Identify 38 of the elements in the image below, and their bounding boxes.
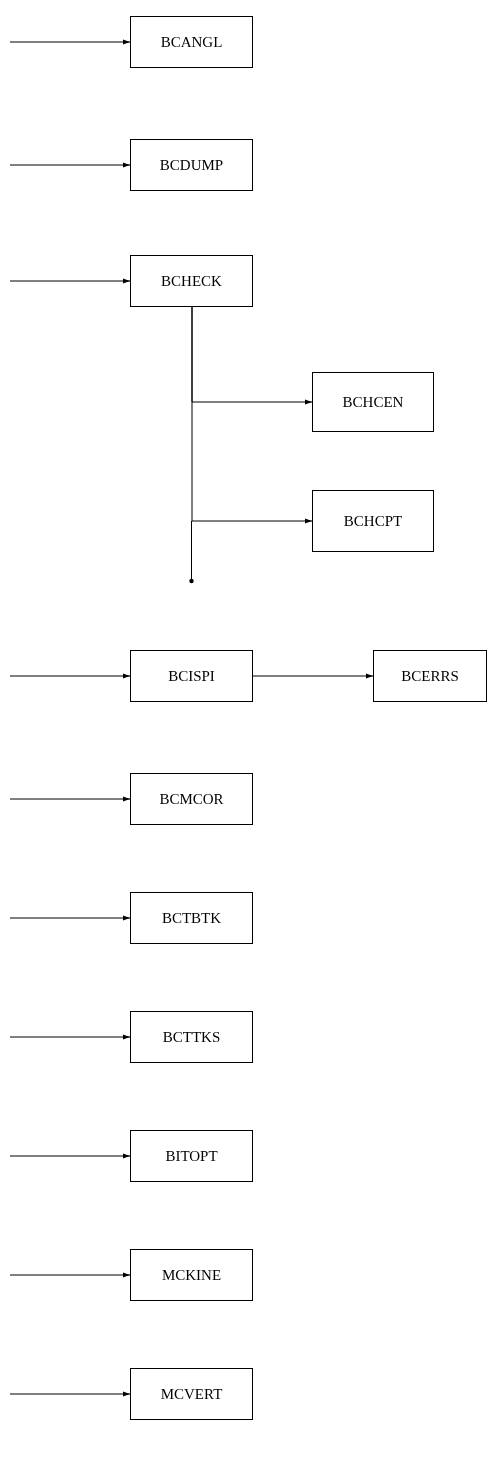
- process-box: [130, 1011, 253, 1063]
- box-label: BCHCEN: [342, 393, 404, 411]
- arrow: [9, 1391, 131, 1397]
- process-box: [130, 1130, 253, 1182]
- arrow: [191, 306, 313, 524]
- process-box: [312, 490, 434, 552]
- box-label: BCHECK: [161, 272, 222, 290]
- process-box: [130, 1249, 253, 1301]
- box-label: BCISPI: [168, 667, 215, 685]
- box-label: BCTBTK: [161, 909, 222, 927]
- box-label: BCHCPT: [343, 512, 403, 530]
- process-box: [130, 650, 253, 702]
- arrow: [9, 915, 131, 921]
- box-label: BITOPT: [165, 1147, 218, 1165]
- process-box: [130, 773, 253, 825]
- box-label: MCVERT: [160, 1385, 223, 1403]
- process-box: [130, 1368, 253, 1420]
- box-label: MCKINE: [161, 1266, 222, 1284]
- process-box: [130, 892, 253, 944]
- arrow: [9, 796, 131, 802]
- arrow: [9, 1272, 131, 1278]
- box-label: BCERRS: [401, 667, 459, 685]
- process-box: [312, 372, 434, 432]
- process-box: [373, 650, 487, 702]
- process-box: [130, 255, 253, 307]
- arrow: [9, 162, 131, 168]
- box-label: BCMCOR: [159, 790, 224, 808]
- box-label: BCANGL: [160, 33, 223, 51]
- arrow: [9, 673, 131, 679]
- arrow: [9, 1034, 131, 1040]
- process-box: [130, 139, 253, 191]
- box-label: BCTTKS: [162, 1028, 221, 1046]
- process-box: [130, 16, 253, 68]
- arrow: [252, 673, 374, 679]
- arrow: [9, 278, 131, 284]
- arrow: [9, 39, 131, 45]
- arrow: [9, 1153, 131, 1159]
- box-label: BCDUMP: [159, 156, 224, 174]
